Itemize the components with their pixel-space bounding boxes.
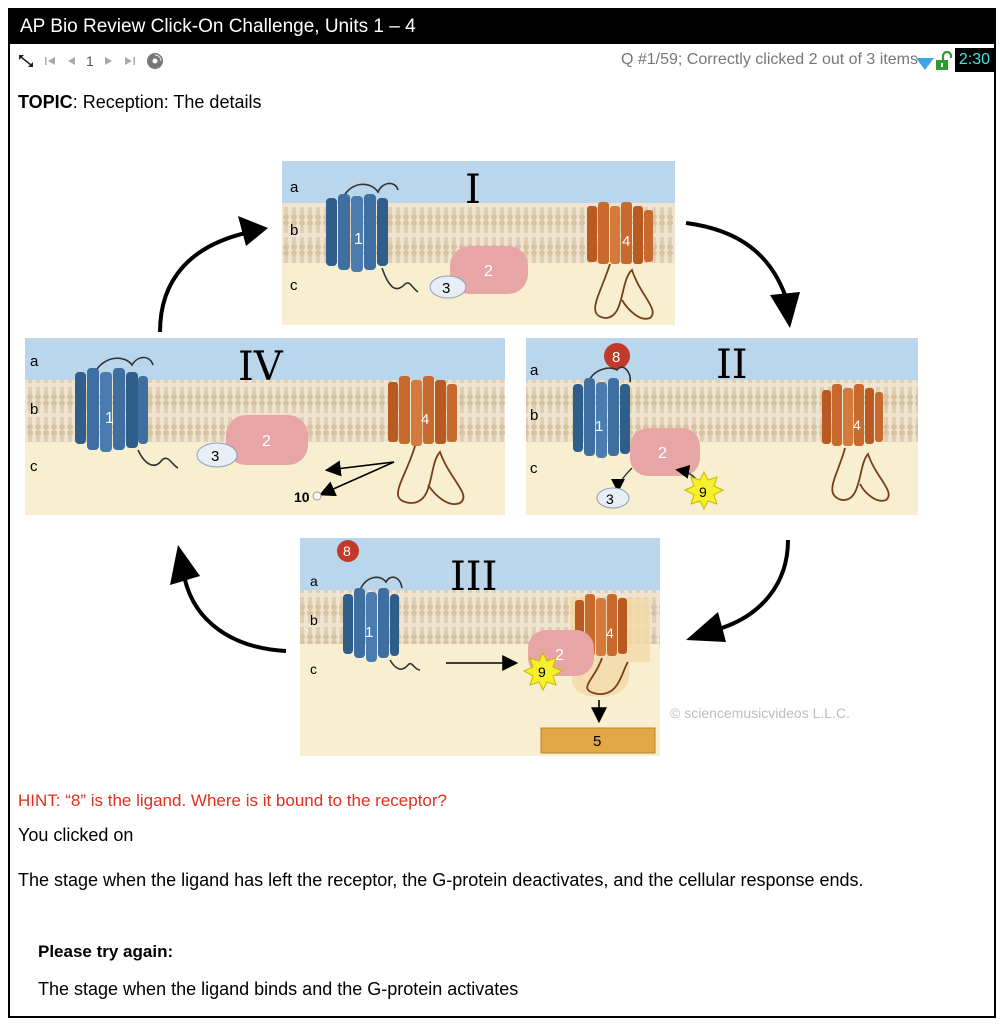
try-again-label: Please try again: bbox=[38, 942, 174, 961]
response-5-bar bbox=[540, 727, 656, 754]
topic-line: TOPIC: Reception: The details bbox=[18, 92, 261, 113]
panel-i[interactable]: I a b c 1 2 3 bbox=[282, 161, 675, 325]
product-10-dot bbox=[312, 491, 322, 501]
progress-status: Q #1/59; Correctly clicked 2 out of 3 it… bbox=[620, 51, 918, 68]
gdp-3 bbox=[429, 275, 467, 299]
clicked-answer: The stage when the ligand has left the r… bbox=[18, 870, 864, 890]
gdp-3-label: 3 bbox=[211, 448, 219, 465]
expand-icon[interactable] bbox=[18, 54, 34, 68]
page-navigation: 1 bbox=[18, 52, 164, 70]
panel-ii-layer-a: a bbox=[530, 362, 539, 379]
g-protein-2-label: 2 bbox=[658, 445, 667, 462]
receptor-1-label: 1 bbox=[354, 231, 363, 248]
receptor-1-label: 1 bbox=[365, 624, 373, 641]
ligand-8-label: 8 bbox=[343, 543, 351, 559]
toolbar: 1 Q #1/59; Correctly clicked 2 out of 3 … bbox=[10, 46, 994, 74]
panel-iv-layer-a: a bbox=[30, 353, 39, 370]
panel-iii-layer-b: b bbox=[310, 612, 318, 628]
next-page-icon[interactable] bbox=[104, 55, 114, 67]
panel-iv-layer-b: b bbox=[30, 401, 38, 418]
receptor-1-label: 1 bbox=[595, 418, 603, 435]
ligand-8-label: 8 bbox=[612, 349, 620, 366]
response-5-label: 5 bbox=[593, 733, 601, 750]
hint-text: HINT: “8” is the ligand. Where is it bou… bbox=[18, 791, 447, 810]
receptor-1: 1 bbox=[573, 366, 632, 458]
panel-i-numeral: I bbox=[465, 167, 481, 213]
panel-i-layer-c: c bbox=[290, 277, 298, 294]
reverse-arrow-to-2 bbox=[324, 460, 395, 477]
panel-iii-layer-c: c bbox=[310, 661, 317, 677]
ligand-8 bbox=[604, 343, 630, 369]
cycle-arrow-iv-to-i bbox=[158, 230, 251, 333]
enzyme-4-label: 4 bbox=[606, 625, 614, 641]
cycle-arrow-head-iii-to-iv bbox=[170, 545, 200, 585]
dropdown-triangle-icon[interactable] bbox=[916, 58, 934, 70]
window-title: AP Bio Review Click-On Challenge, Units … bbox=[10, 10, 994, 44]
gdp-3-label: 3 bbox=[606, 491, 614, 507]
panel-iv-layer-c: c bbox=[30, 458, 38, 475]
last-page-icon[interactable] bbox=[124, 55, 136, 67]
g-protein-2-label: 2 bbox=[262, 433, 271, 450]
signal-transduction-diagram: I a b c 1 2 3 bbox=[25, 161, 918, 756]
unlock-icon[interactable] bbox=[936, 51, 952, 71]
disc-icon[interactable] bbox=[146, 52, 164, 70]
gtp-9-label: 9 bbox=[699, 484, 707, 500]
copyright-notice: © sciencemusicvideos L.L.C. bbox=[670, 705, 850, 721]
topic-label: TOPIC bbox=[18, 92, 73, 112]
page-number: 1 bbox=[86, 53, 94, 69]
panel-iv-numeral: IV bbox=[238, 344, 284, 390]
cycle-arrow-head-ii-to-iii bbox=[686, 612, 726, 642]
panel-i-layer-a: a bbox=[290, 179, 299, 196]
gdp-3 bbox=[596, 487, 630, 509]
panel-ii[interactable]: II a b c 8 1 2 3 9 bbox=[526, 338, 918, 515]
enzyme-4: 4 bbox=[388, 376, 465, 505]
clicked-label: You clicked on bbox=[18, 825, 134, 845]
target-prompt: The stage when the ligand binds and the … bbox=[38, 979, 519, 999]
g-protein-2-label: 2 bbox=[555, 647, 564, 664]
challenge-frame: AP Bio Review Click-On Challenge, Units … bbox=[8, 8, 996, 1018]
enzyme-4: 4 bbox=[587, 202, 654, 320]
cycle-arrow-i-to-ii bbox=[685, 221, 787, 296]
cycle-arrow-ii-to-iii bbox=[721, 539, 790, 630]
receptor-1: 1 bbox=[343, 576, 421, 671]
g-protein-2 bbox=[450, 246, 528, 294]
panel-iii[interactable]: III a b c 8 1 bbox=[300, 538, 660, 756]
panel-iii-layer-a: a bbox=[310, 573, 318, 589]
gdp-3-label: 3 bbox=[442, 280, 450, 297]
product-10-label: 10 bbox=[294, 489, 310, 505]
prev-page-icon[interactable] bbox=[66, 55, 76, 67]
panel-ii-layer-b: b bbox=[530, 407, 538, 424]
panel-ii-layer-c: c bbox=[530, 460, 538, 477]
receptor-1: 1 bbox=[326, 182, 419, 293]
enzyme-4-label: 4 bbox=[421, 411, 429, 428]
g-protein-2 bbox=[226, 415, 308, 465]
panel-iii-numeral: III bbox=[450, 554, 497, 600]
cycle-arrow-head-i-to-ii bbox=[770, 292, 800, 328]
panel-ii-numeral: II bbox=[716, 342, 748, 388]
panel-i-layer-b: b bbox=[290, 222, 298, 239]
arrow-to-product-10 bbox=[319, 461, 395, 497]
gdp-3 bbox=[196, 442, 238, 468]
enzyme-4-label: 4 bbox=[622, 233, 630, 250]
enzyme-4: 4 bbox=[822, 384, 890, 502]
timer: 2:30 bbox=[954, 48, 994, 72]
gtp-9-burst bbox=[683, 470, 725, 511]
gtp-9-label: 9 bbox=[538, 664, 546, 680]
topic-text: : Reception: The details bbox=[72, 92, 262, 112]
g-protein-2-label: 2 bbox=[484, 263, 493, 280]
receptor-1-label: 1 bbox=[105, 410, 114, 427]
cycle-arrow-iii-to-iv bbox=[183, 579, 287, 653]
g-protein-2 bbox=[630, 428, 700, 476]
first-page-icon[interactable] bbox=[44, 55, 56, 67]
enzyme-4-label: 4 bbox=[853, 417, 861, 433]
receptor-1: 1 bbox=[75, 356, 179, 469]
ligand-8 bbox=[337, 540, 359, 562]
cycle-arrow-head-iv-to-i bbox=[238, 216, 268, 246]
gtp-9-burst bbox=[522, 651, 564, 692]
panel-iv[interactable]: IV a b c 1 2 3 bbox=[25, 338, 505, 515]
